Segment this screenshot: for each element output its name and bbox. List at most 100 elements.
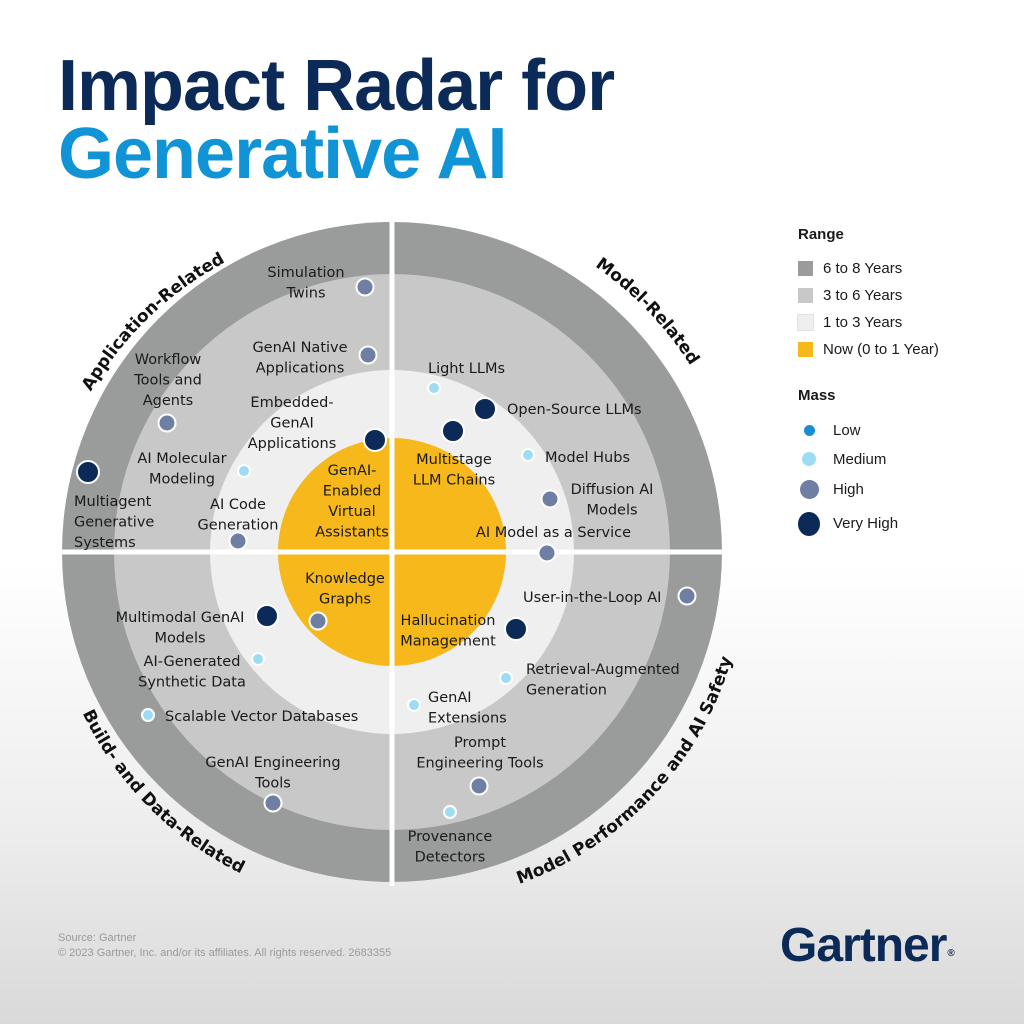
mass-dot-high	[540, 489, 560, 509]
mass-dot-high	[358, 345, 378, 365]
mass-label: High	[833, 481, 864, 498]
legend-mass-medium: Medium	[798, 444, 1018, 474]
mass-dot-high	[308, 611, 328, 631]
mass-dot-medium	[427, 381, 441, 395]
source-text: Source: Gartner	[58, 932, 137, 944]
mass-dot-icon	[799, 480, 819, 499]
mass-dot-very-high	[255, 604, 279, 628]
legend-mass-very-high: Very High	[798, 505, 1018, 542]
mass-label: Very High	[833, 515, 899, 532]
item-label: Scalable Vector Databases	[165, 709, 358, 725]
item-label: User-in-the-Loop AI	[523, 590, 661, 606]
mass-dot-icon	[803, 424, 815, 436]
mass-dot-medium	[443, 805, 457, 819]
source-note: Source: Gartner © 2023 Gartner, Inc. and…	[58, 931, 391, 961]
range-swatch	[798, 342, 813, 357]
mass-dot-very-high	[473, 397, 497, 421]
mass-label: Medium	[833, 450, 887, 468]
legend-range-1-to-3-years: 1 to 3 Years	[797, 309, 1018, 336]
range-swatch	[798, 261, 813, 276]
copyright-text: © 2023 Gartner, Inc. and/or its affiliat…	[58, 947, 392, 959]
item-label: Model Hubs	[545, 450, 630, 466]
mass-dot-very-high	[363, 428, 387, 452]
page-title: Impact Radar for Generative AI	[58, 46, 615, 194]
legend-mass-low: Low	[798, 416, 1018, 444]
radar-item-model-hubs: Model Hubs	[521, 448, 630, 466]
radar-item-user-in-the-loop-ai: User-in-the-Loop AI	[523, 586, 697, 606]
mass-dot-very-high	[441, 419, 465, 443]
title-line-2: Generative AI	[58, 114, 508, 194]
item-label: Light LLMs	[428, 361, 505, 377]
mass-dot-very-high	[76, 460, 100, 484]
item-label: AI Model as a Service	[476, 525, 631, 541]
range-swatch	[798, 288, 813, 303]
legend-range-title: Range	[798, 226, 844, 243]
mass-swatch-wrap	[798, 480, 820, 499]
legend-range-now-0-to-1-year: Now (0 to 1 Year)	[798, 336, 1018, 363]
mass-dot-medium	[141, 708, 155, 722]
mass-dot-high	[263, 793, 283, 813]
legend-range-6-to-8-years: 6 to 8 Years	[798, 255, 1018, 282]
legend-mass-title: Mass	[798, 387, 836, 404]
gartner-logo: Gartner®	[780, 918, 955, 973]
mass-swatch-wrap	[798, 511, 820, 536]
range-label: Now (0 to 1 Year)	[823, 341, 939, 358]
radar-item-scalable-vector-databases: Scalable Vector Databases	[141, 708, 358, 725]
mass-dot-icon	[802, 452, 816, 466]
range-label: 6 to 8 Years	[823, 260, 903, 277]
mass-swatch-wrap	[798, 424, 820, 436]
mass-dot-high	[157, 413, 177, 433]
mass-dot-high	[537, 543, 557, 563]
range-label: 3 to 6 Years	[823, 287, 903, 304]
item-label: Open-Source LLMs	[507, 402, 642, 418]
mass-dot-very-high	[504, 617, 528, 641]
range-swatch	[797, 314, 814, 331]
mass-dot-high	[469, 776, 489, 796]
logo-text: Gartner	[780, 919, 947, 972]
mass-dot-high	[677, 586, 697, 606]
legend-mass-high: High	[798, 474, 1018, 505]
mass-label: Low	[833, 421, 861, 439]
mass-swatch-wrap	[798, 452, 820, 466]
mass-dot-high	[355, 277, 375, 297]
mass-dot-medium	[251, 652, 265, 666]
radar-item-ai-model-as-a-service: AI Model as a Service	[476, 525, 631, 563]
title-line-1: Impact Radar for	[58, 46, 615, 126]
registered-mark: ®	[947, 948, 954, 959]
mass-dot-medium	[407, 698, 421, 712]
mass-dot-medium	[237, 464, 251, 478]
mass-dot-medium	[499, 671, 513, 685]
radar-item-open-source-llms: Open-Source LLMs	[473, 397, 642, 421]
